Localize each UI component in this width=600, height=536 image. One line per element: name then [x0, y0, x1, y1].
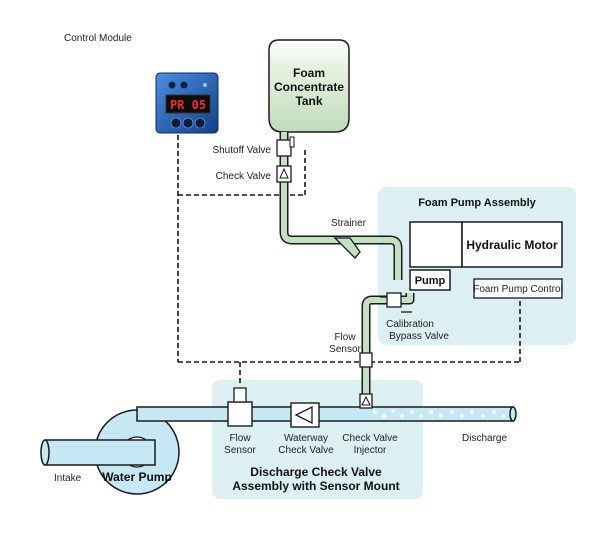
check-valve-icon	[294, 405, 313, 425]
hydraulic-motor-label: Hydraulic Motor	[466, 238, 558, 252]
check-valve-injector-label-1: Check Valve	[342, 433, 398, 444]
control-module[interactable]: PR 05	[155, 72, 219, 134]
foam-flow-sensor-label-2: Sensor	[329, 344, 361, 355]
calibration-bypass-label-2: Bypass Valve	[389, 331, 449, 342]
check-valve-icon	[361, 395, 371, 406]
motor-coupling-housing	[409, 221, 463, 268]
water-pump-label: Water Pump	[102, 470, 172, 484]
waterway-check-valve-label-2: Check Valve	[278, 445, 334, 456]
intake-label: Intake	[54, 473, 82, 484]
discharge-assembly-title-2: Assembly with Sensor Mount	[232, 479, 399, 493]
foam-tank-label-3: Tank	[295, 94, 322, 108]
check-valve-injector-label-2: Injector	[354, 445, 387, 456]
discharge-pipe-end	[509, 406, 517, 422]
flow-sensor-housing	[227, 401, 253, 427]
shutoff-valve-handle	[289, 136, 295, 148]
flow-sensor-probe	[233, 387, 247, 403]
foam-flow-sensor-label-1: Flow	[334, 332, 356, 343]
control-module-display	[165, 94, 211, 114]
check-valve-icon	[279, 167, 289, 179]
foam-concentrate-tank	[268, 39, 350, 133]
module-indicator-icon	[168, 81, 176, 89]
intake-pipe-end	[40, 439, 50, 466]
hydraulic-motor	[461, 221, 563, 268]
foam-bubbles	[372, 409, 506, 419]
waterway-check-valve-label-1: Waterway	[284, 433, 328, 444]
strainer-label: Strainer	[331, 218, 367, 229]
discharge-label: Discharge	[462, 433, 507, 444]
discharge-pipe	[136, 406, 514, 422]
control-module-display-text: PR 05	[170, 98, 206, 112]
foam-discharge-line	[363, 293, 413, 404]
foam-pump-control-label: Foam Pump Control	[473, 284, 562, 295]
calibration-bypass-valve	[386, 292, 402, 308]
flow-sensor-label-1: Flow	[229, 433, 251, 444]
strainer	[333, 237, 361, 259]
module-indicator-icon	[180, 81, 188, 89]
shutoff-valve-label: Shutoff Valve	[212, 145, 271, 156]
discharge-assembly-title-1: Discharge Check Valve	[250, 465, 382, 479]
check-valve-label: Check Valve	[216, 171, 272, 182]
foam-tank-label-2: Concentrate	[274, 80, 344, 94]
module-led-icon	[202, 82, 208, 88]
foam-pump-assembly-title: Foam Pump Assembly	[418, 197, 536, 209]
pump-label: Pump	[415, 275, 446, 287]
module-button-center[interactable]	[182, 117, 194, 129]
foam-pump-control	[473, 278, 563, 299]
shutoff-valve	[276, 139, 292, 157]
calibration-bypass-label-1: Calibration	[386, 319, 434, 330]
module-button-right[interactable]	[194, 117, 206, 129]
control-module-label: Control Module	[64, 33, 132, 44]
intake-pipe	[44, 439, 156, 466]
module-button-left[interactable]	[170, 117, 182, 129]
foam-flow-sensor	[359, 352, 373, 368]
foam-tank-label-1: Foam	[293, 66, 325, 80]
foam-pump	[409, 269, 451, 291]
flow-sensor-label-2: Sensor	[224, 445, 256, 456]
